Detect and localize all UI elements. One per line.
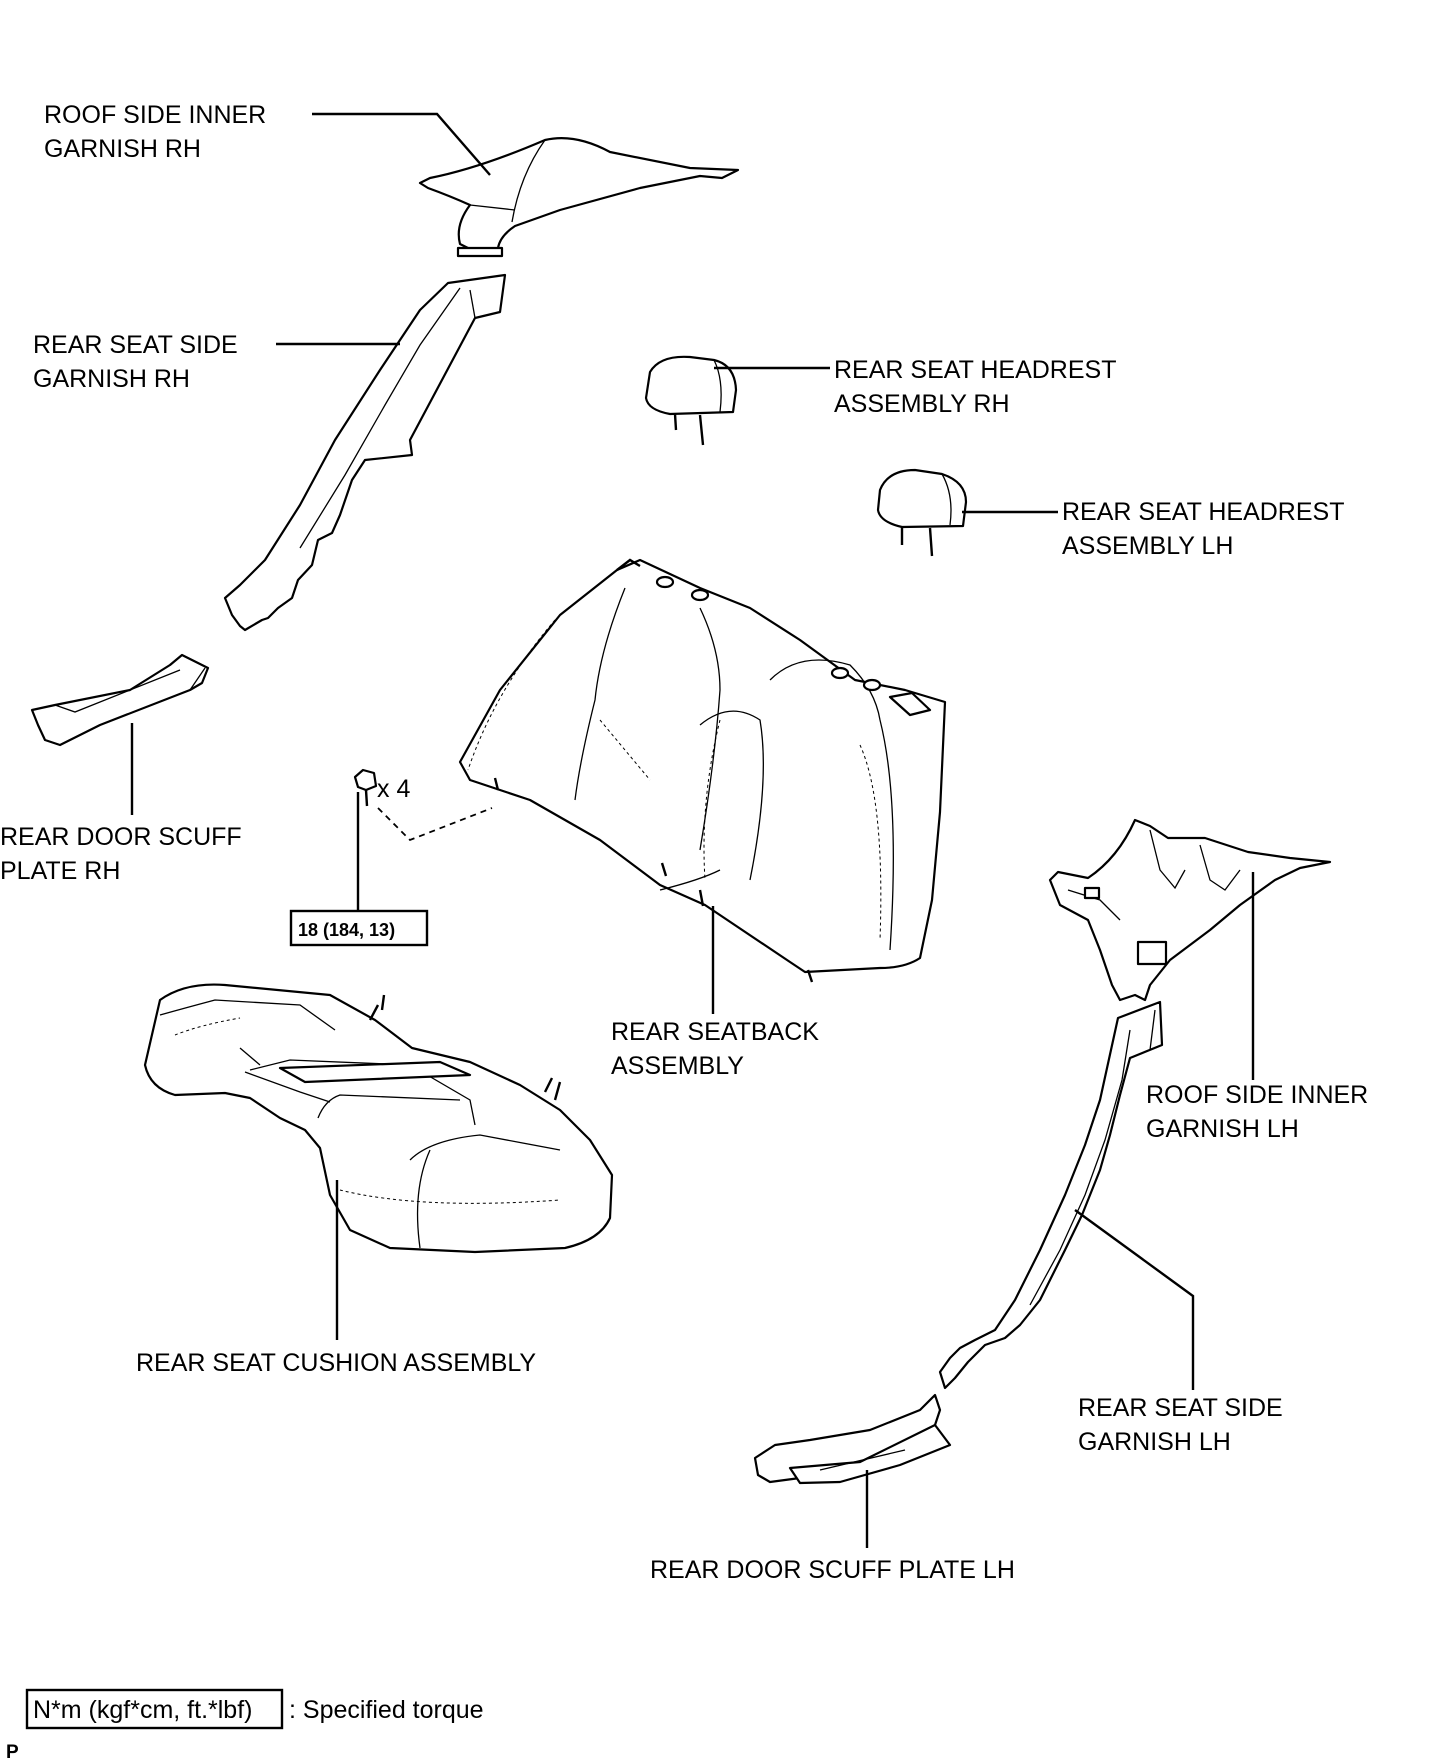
svg-text:GARNISH LH: GARNISH LH: [1146, 1115, 1299, 1143]
rear-seat-cushion-assembly-label: REAR SEAT CUSHION ASSEMBLY: [136, 1349, 536, 1377]
rear-seat-headrest-rh-part: [644, 355, 738, 446]
svg-text:GARNISH RH: GARNISH RH: [33, 365, 190, 393]
rear-door-scuff-plate-lh-part: [753, 1393, 952, 1485]
svg-text:REAR SEAT HEADREST: REAR SEAT HEADREST: [834, 356, 1116, 384]
rear-door-scuff-plate-rh-part: [30, 653, 210, 747]
roof-side-inner-garnish-lh-label: ROOF SIDE INNER GARNISH LH: [1146, 1081, 1368, 1143]
roof-side-inner-garnish-rh-label: ROOF SIDE INNER GARNISH RH: [44, 101, 266, 163]
svg-text:REAR DOOR SCUFF: REAR DOOR SCUFF: [0, 823, 242, 851]
rear-seatback-assembly-label: REAR SEATBACK ASSEMBLY: [611, 1018, 819, 1080]
rear-seat-side-garnish-rh-part: [223, 273, 507, 632]
svg-text:REAR SEAT HEADREST: REAR SEAT HEADREST: [1062, 498, 1344, 526]
rear-seat-headrest-lh-part: [876, 468, 968, 557]
corner-mark: P: [6, 1742, 19, 1763]
svg-text:GARNISH RH: GARNISH RH: [44, 135, 201, 163]
bolt-icon: [353, 768, 378, 807]
svg-text:REAR SEAT SIDE: REAR SEAT SIDE: [1078, 1394, 1283, 1422]
rear-seat-side-garnish-lh-part: [938, 1000, 1164, 1390]
svg-text:ROOF SIDE INNER: ROOF SIDE INNER: [44, 101, 266, 129]
svg-text:ROOF SIDE INNER: ROOF SIDE INNER: [1146, 1081, 1368, 1109]
rear-seat-side-garnish-lh-label: REAR SEAT SIDE GARNISH LH: [1078, 1394, 1283, 1456]
rear-seat-headrest-lh-label: REAR SEAT HEADREST ASSEMBLY LH: [1062, 498, 1344, 560]
bolt-install-path: [377, 807, 493, 842]
legend-unit-box: N*m (kgf*cm, ft.*lbf): [33, 1696, 252, 1724]
torque-legend: N*m (kgf*cm, ft.*lbf) : Specified torque: [25, 1688, 484, 1730]
rear-seat-cushion-assembly-part: [143, 983, 614, 1254]
bolt-quantity: x 4: [377, 775, 410, 803]
svg-text:18 (184, 13): 18 (184, 13): [298, 920, 395, 940]
torque-spec-box: 18 (184, 13): [289, 909, 429, 947]
roof-side-inner-garnish-rh-leader: [312, 112, 491, 176]
rear-door-scuff-plate-rh-label: REAR DOOR SCUFF PLATE RH: [0, 823, 242, 885]
svg-text:GARNISH LH: GARNISH LH: [1078, 1428, 1231, 1456]
svg-text:PLATE RH: PLATE RH: [0, 857, 120, 885]
rear-seat-headrest-rh-label: REAR SEAT HEADREST ASSEMBLY RH: [834, 356, 1116, 418]
svg-text:REAR SEATBACK: REAR SEATBACK: [611, 1018, 819, 1046]
svg-text:ASSEMBLY RH: ASSEMBLY RH: [834, 390, 1010, 418]
rear-seat-side-garnish-lh-leader: [1074, 1209, 1195, 1390]
rear-seatback-assembly-part: [458, 558, 947, 983]
svg-text:ASSEMBLY: ASSEMBLY: [611, 1052, 744, 1080]
roof-side-inner-garnish-lh-part: [1048, 818, 1332, 1002]
roof-side-inner-garnish-rh-part: [418, 137, 740, 258]
rear-seat-side-garnish-rh-label: REAR SEAT SIDE GARNISH RH: [33, 331, 238, 393]
svg-text:ASSEMBLY LH: ASSEMBLY LH: [1062, 532, 1233, 560]
legend-description: : Specified torque: [289, 1696, 484, 1724]
rear-door-scuff-plate-lh-label: REAR DOOR SCUFF PLATE LH: [650, 1556, 1015, 1584]
svg-text:REAR SEAT SIDE: REAR SEAT SIDE: [33, 331, 238, 359]
